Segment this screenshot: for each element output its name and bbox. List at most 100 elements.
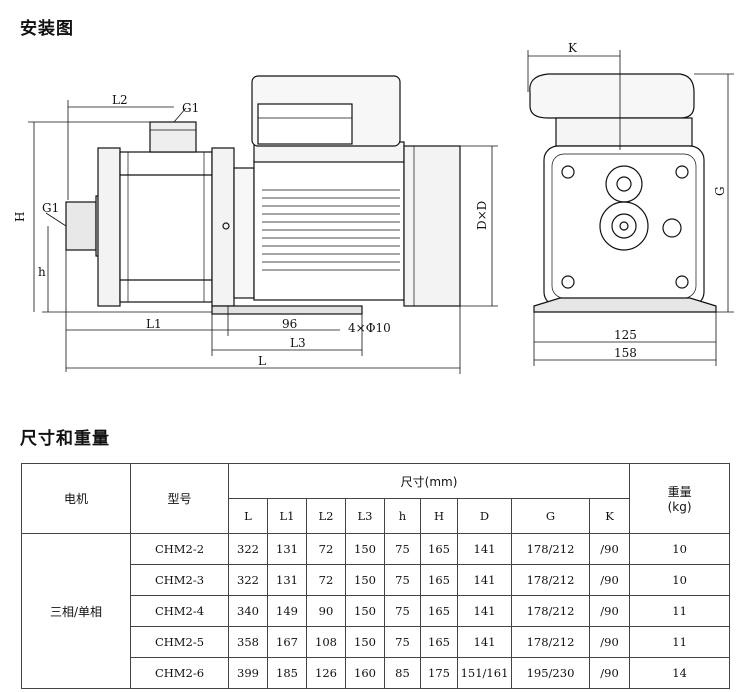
side-view-dimensions: [28, 100, 498, 374]
cell: 322: [228, 564, 268, 596]
label-125: 125: [614, 328, 637, 342]
weight-cell: 11: [629, 595, 731, 627]
label-DxD: D×D: [475, 201, 489, 230]
end-view-dimension-labels: K G 125 158: [568, 41, 727, 360]
col-D: D: [457, 498, 512, 534]
table-row: 三相/单相 CHM2-2 322 131 72 150 75 165 141 1…: [21, 533, 731, 689]
cell: 160: [345, 657, 385, 689]
model-cell: CHM2-5: [130, 626, 229, 658]
weight-header-unit: (kg): [667, 500, 692, 514]
end-view-dimensions: [527, 50, 734, 366]
cell: 165: [420, 626, 458, 658]
installation-heading: 安装图: [20, 19, 74, 39]
model-cell: CHM2-4: [130, 595, 229, 627]
col-K: K: [588, 498, 631, 534]
model-header: 型号: [130, 463, 229, 534]
label-96: 96: [282, 317, 297, 331]
cell: 141: [457, 564, 512, 596]
label-L2: L2: [112, 93, 128, 107]
label-158: 158: [614, 346, 637, 360]
installation-drawing: L2 G1 G1 H h L1 96 L3 L 4×Φ10 D×D: [13, 41, 734, 374]
col-L1: L1: [267, 498, 307, 534]
cell: 150: [345, 533, 385, 565]
weight-cell: 11: [629, 626, 731, 658]
dimensions-heading: 尺寸和重量: [20, 429, 110, 449]
cell: 72: [306, 564, 346, 596]
cell: 151/161: [457, 657, 512, 689]
side-view: [65, 75, 461, 315]
label-bolt-holes: 4×Φ10: [348, 321, 391, 335]
cell: 75: [384, 533, 421, 565]
cell: 150: [345, 626, 385, 658]
model-cell: CHM2-6: [130, 657, 229, 689]
weight-cell: 14: [629, 657, 731, 689]
cell: /90: [588, 657, 631, 689]
cell: 75: [384, 564, 421, 596]
col-h: h: [384, 498, 421, 534]
motor-type: 三相/单相: [21, 533, 131, 689]
weight-header: 重量 (kg): [629, 463, 731, 534]
label-L1: L1: [146, 317, 162, 331]
label-G1-top: G1: [182, 101, 199, 115]
cell: /90: [588, 564, 631, 596]
cell: 150: [345, 595, 385, 627]
table-header-row: 电机 型号 尺寸(mm) 重量 (kg): [21, 463, 731, 534]
cell: 126: [306, 657, 346, 689]
label-L3: L3: [290, 336, 306, 350]
cell: 141: [457, 533, 512, 565]
label-h: h: [38, 265, 46, 279]
cell: 131: [267, 533, 307, 565]
cell: 149: [267, 595, 307, 627]
label-G1-side: G1: [42, 201, 59, 215]
col-L3: L3: [345, 498, 385, 534]
cell: /90: [588, 533, 631, 565]
cell: 108: [306, 626, 346, 658]
cell: 165: [420, 533, 458, 565]
col-L: L: [228, 498, 268, 534]
weight-cell: 10: [629, 533, 731, 565]
end-view: [529, 73, 717, 313]
cell: 322: [228, 533, 268, 565]
col-L2: L2: [306, 498, 346, 534]
col-H: H: [420, 498, 458, 534]
cell: 178/212: [511, 595, 590, 627]
cell: 165: [420, 564, 458, 596]
label-L: L: [258, 354, 266, 368]
cell: 167: [267, 626, 307, 658]
dimensions-table: 电机 型号 尺寸(mm) 重量 (kg) L L1 L2 L3 h H D G …: [21, 463, 731, 689]
model-cell: CHM2-2: [130, 533, 229, 565]
cell: 75: [384, 595, 421, 627]
cell: 178/212: [511, 626, 590, 658]
weight-header-label: 重量: [667, 485, 692, 499]
cell: 195/230: [511, 657, 590, 689]
cell: 75: [384, 626, 421, 658]
label-G: G: [713, 186, 727, 196]
table-row: CHM2-5 358 167 108 150 75 165 141 178/21…: [22, 626, 731, 658]
cell: 141: [457, 595, 512, 627]
side-view-dimension-labels: L2 G1 G1 H h L1 96 L3 L 4×Φ10 D×D: [13, 93, 489, 368]
label-H: H: [13, 212, 27, 222]
cell: 165: [420, 595, 458, 627]
table-row: CHM2-4 340 149 90 150 75 165 141 178/212…: [22, 595, 731, 627]
cell: 358: [228, 626, 268, 658]
cell: 85: [384, 657, 421, 689]
cell: 399: [228, 657, 268, 689]
table-row: CHM2-3 322 131 72 150 75 165 141 178/212…: [22, 564, 731, 596]
cell: 178/212: [511, 564, 590, 596]
cell: 90: [306, 595, 346, 627]
cell: 185: [267, 657, 307, 689]
cell: /90: [588, 626, 631, 658]
col-G: G: [511, 498, 590, 534]
table-row: CHM2-6 399 185 126 160 85 175 151/161 19…: [22, 657, 731, 689]
cell: 131: [267, 564, 307, 596]
cell: /90: [588, 595, 631, 627]
cell: 175: [420, 657, 458, 689]
motor-header: 电机: [21, 463, 131, 534]
model-cell: CHM2-3: [130, 564, 229, 596]
cell: 340: [228, 595, 268, 627]
cell: 150: [345, 564, 385, 596]
weight-cell: 10: [629, 564, 731, 596]
size-header: 尺寸(mm): [227, 463, 631, 499]
label-K: K: [568, 41, 578, 55]
cell: 72: [306, 533, 346, 565]
